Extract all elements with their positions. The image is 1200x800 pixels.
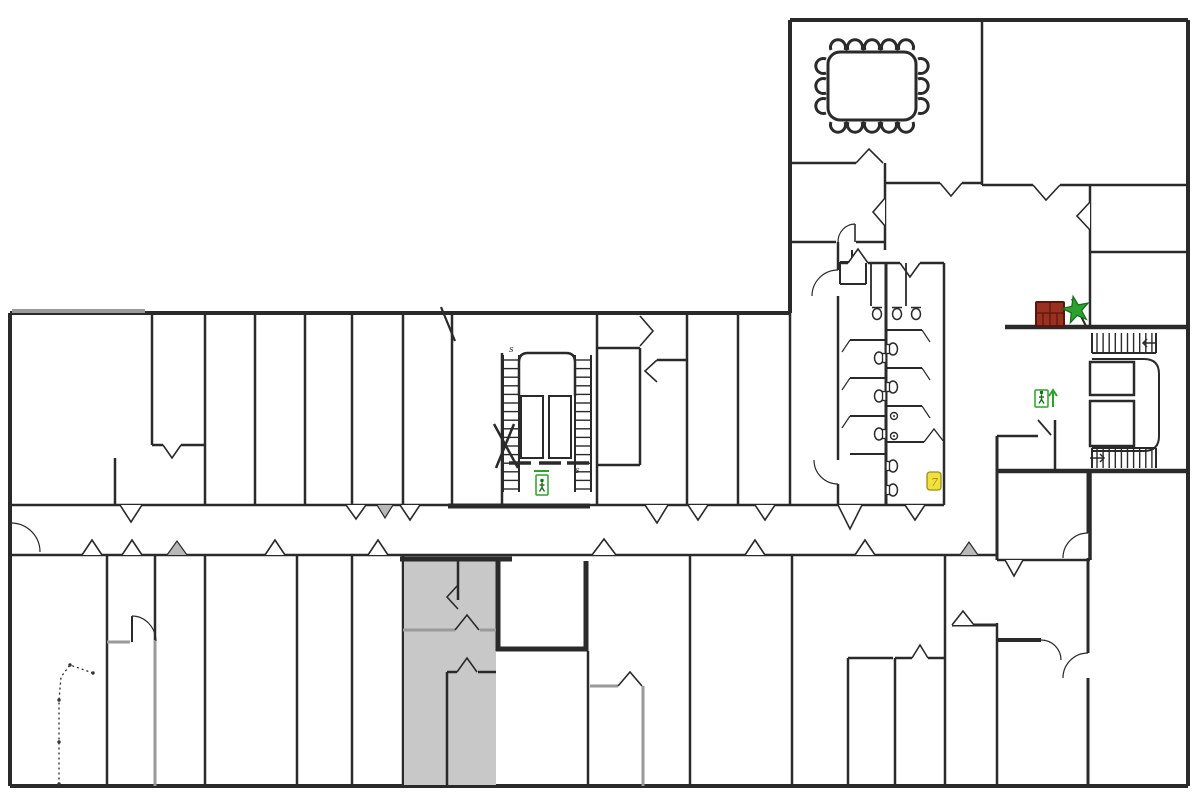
svg-text:s: s [509,345,514,355]
icon-stairs-up[interactable] [1034,388,1058,408]
marker-yellow-tag[interactable]: 7 [926,471,942,491]
restroom-fixtures [871,306,922,497]
right-staircase [1088,333,1160,468]
gray-rooms [400,556,589,786]
building-outline [8,18,1190,788]
conference-room-furniture [814,38,930,134]
corridor-doors [11,504,1024,578]
marker-star[interactable] [1060,294,1090,325]
icon-exit-stairwell[interactable] [534,470,549,496]
svg-text:7: 7 [931,476,938,489]
lower-room-partitions [105,471,1090,786]
wing-doors [837,147,1091,327]
upper-room-partitions [113,306,792,505]
furniture-sofa [1035,301,1065,327]
corridor-walls [10,419,1188,562]
restroom-walls [811,242,946,505]
lower-left-partition [57,615,157,786]
svg-text:s: s [575,466,580,476]
central-staircase: ss [492,345,592,492]
